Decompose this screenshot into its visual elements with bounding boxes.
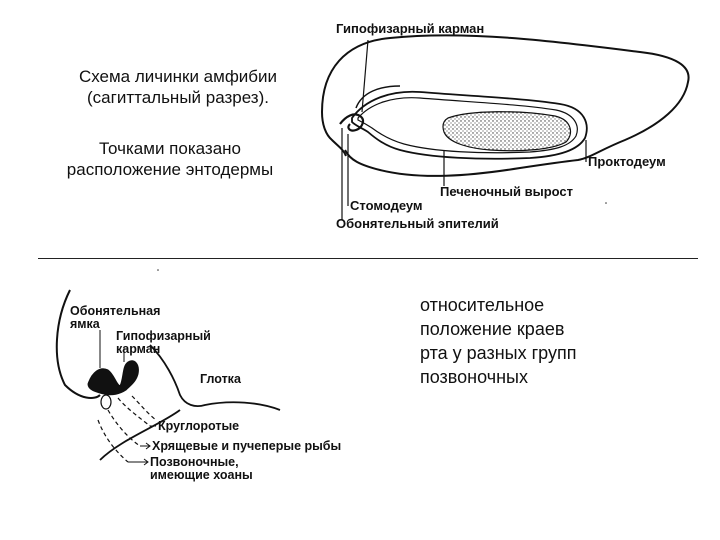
leader-hypophyseal [362,40,368,112]
label-hypophyseal-1: Гипофизарный [116,329,211,343]
label-vertebrates-2: имеющие хоаны [150,468,253,482]
label-olfactory-pit-2: ямка [70,317,101,331]
small-dot-2 [157,269,159,271]
label-liver-outgrowth: Печеночный вырост [440,184,573,199]
label-olfactory-epithelium: Обонятельный эпителий [336,216,499,231]
endoderm-dotted-mass [443,112,570,151]
small-dot [605,202,607,204]
mouth-margins-diagram: Обонятельная ямка Гипофизарный карман Гл… [57,269,341,482]
margin-line-fishes [108,410,140,446]
label-hypophyseal-2: карман [116,342,160,356]
label-olfactory-pit-1: Обонятельная [70,304,160,318]
label-cyclostomes: Круглоротые [158,419,239,433]
olfactory-circle [101,395,111,409]
label-fishes: Хрящевые и пучеперые рыбы [152,439,341,453]
label-vertebrates-1: Позвоночные, [150,455,239,469]
arrow-fishes [140,443,150,449]
label-hypophyseal-pouch: Гипофизарный карман [336,21,484,36]
arrow-vertebrates [128,459,148,465]
margin-line-cyclostomes [118,398,150,426]
label-stomodeum: Стомодеум [350,198,423,213]
margin-line-inner [132,396,156,420]
label-proctodeum: Проктодеум [588,154,666,169]
olfactory-pit-shape [88,361,138,395]
larva-diagram: Гипофизарный карман Проктодеум Печеночны… [322,21,689,231]
margin-line-vertebrates [98,420,128,462]
label-pharynx: Глотка [200,372,242,386]
